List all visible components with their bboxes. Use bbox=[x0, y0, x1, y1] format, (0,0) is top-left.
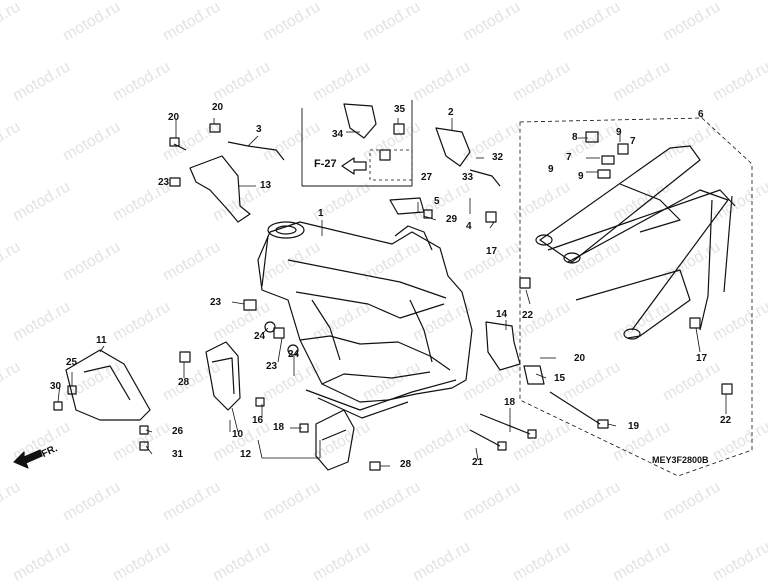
callout-c28b: 28 bbox=[400, 459, 412, 470]
callout-c1: 1 bbox=[318, 208, 324, 219]
bolt-parts bbox=[53, 123, 733, 471]
subframe-shape bbox=[519, 117, 753, 477]
callout-c10: 10 bbox=[232, 429, 244, 440]
front-arrow-icon bbox=[13, 449, 43, 469]
callout-c6: 6 bbox=[698, 109, 704, 120]
callout-c24b: 24 bbox=[288, 349, 300, 360]
guard-parts bbox=[65, 341, 355, 471]
callout-c26: 26 bbox=[172, 426, 184, 437]
leader-lines bbox=[57, 116, 727, 467]
callout-c18a: 18 bbox=[273, 422, 285, 433]
callout-c18b: 18 bbox=[504, 397, 516, 408]
reference-label: F-27 bbox=[314, 158, 337, 170]
callout-c5: 5 bbox=[434, 196, 440, 207]
callout-c14: 14 bbox=[496, 309, 508, 320]
callout-c23c: 23 bbox=[266, 361, 278, 372]
callout-c20c: 20 bbox=[574, 353, 586, 364]
callout-c23a: 23 bbox=[158, 177, 170, 188]
callout-c7b: 7 bbox=[566, 152, 572, 163]
callout-c25: 25 bbox=[66, 357, 78, 368]
callout-c30: 30 bbox=[50, 381, 62, 392]
callout-c20b: 20 bbox=[212, 102, 224, 113]
callout-c3: 3 bbox=[256, 124, 262, 135]
callout-c27: 27 bbox=[421, 172, 433, 183]
callout-c35: 35 bbox=[394, 104, 406, 115]
callout-c13: 13 bbox=[260, 180, 272, 191]
callout-c21: 21 bbox=[472, 457, 484, 468]
callout-c22b: 22 bbox=[720, 415, 732, 426]
callout-c17b: 17 bbox=[696, 353, 708, 364]
callout-c32: 32 bbox=[492, 152, 504, 163]
callout-c20a: 20 bbox=[168, 112, 180, 123]
bracket-parts bbox=[189, 103, 545, 385]
callout-c17a: 17 bbox=[486, 246, 498, 257]
callout-c33: 33 bbox=[462, 172, 474, 183]
callout-c22a: 22 bbox=[522, 310, 534, 321]
reference-box bbox=[301, 100, 413, 187]
callout-c2: 2 bbox=[448, 107, 454, 118]
callout-c11: 11 bbox=[96, 335, 107, 346]
callout-c4: 4 bbox=[466, 221, 472, 232]
drawing-code: MEY3F2800B bbox=[652, 455, 709, 465]
callout-c29: 29 bbox=[446, 214, 458, 225]
callout-c28a: 28 bbox=[178, 377, 190, 388]
callout-c15: 15 bbox=[554, 373, 566, 384]
callout-c23b: 23 bbox=[210, 297, 222, 308]
callout-c19: 19 bbox=[628, 421, 640, 432]
callout-c9b: 9 bbox=[548, 164, 554, 175]
main-frame-shape bbox=[257, 221, 473, 419]
callout-c7a: 7 bbox=[630, 136, 636, 147]
callout-c31: 31 bbox=[172, 449, 184, 460]
callout-c12: 12 bbox=[240, 449, 252, 460]
callout-c24a: 24 bbox=[254, 331, 266, 342]
callout-c9a: 9 bbox=[616, 127, 622, 138]
callout-c34: 34 bbox=[332, 129, 344, 140]
callout-c8: 8 bbox=[572, 132, 578, 143]
callout-c9c: 9 bbox=[578, 171, 584, 182]
callout-c16: 16 bbox=[252, 415, 264, 426]
